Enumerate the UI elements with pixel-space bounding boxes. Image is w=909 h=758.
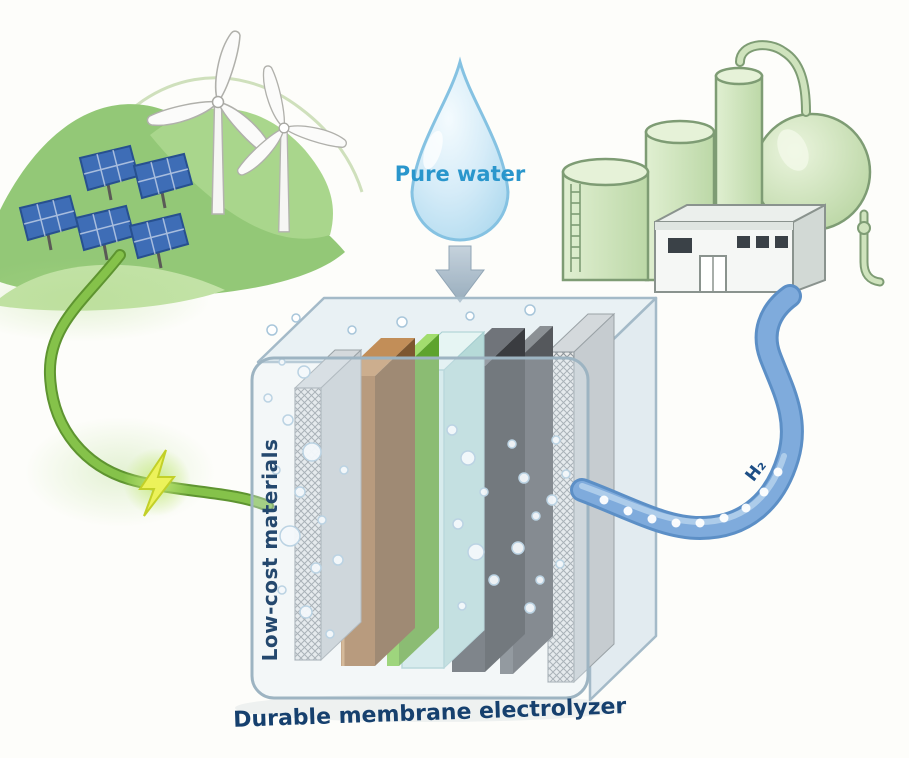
building-window (756, 236, 769, 248)
cable-core (45, 251, 272, 510)
droplet-highlight (423, 130, 443, 170)
turbine-blade (215, 30, 241, 104)
tube-body (573, 287, 801, 538)
solar-panel (128, 212, 190, 269)
turbine-tower (211, 101, 225, 215)
hill-soft-glow (0, 258, 210, 342)
turbine-blade (282, 125, 347, 149)
sphere-highlight (777, 129, 809, 171)
hydrogen-plant (561, 40, 885, 294)
box-shadow (235, 694, 625, 722)
solar-panel (132, 152, 194, 209)
solar-panel (18, 194, 80, 251)
pure-water-droplet: Pure water (395, 56, 526, 242)
roof-edge (655, 222, 793, 230)
turbine-hub (278, 122, 290, 134)
electrode-layers (293, 312, 616, 684)
ladder-icon (570, 184, 581, 272)
lightning-bolt-icon (138, 449, 177, 517)
building-window (775, 236, 788, 248)
valve-icon (857, 221, 871, 235)
down-arrow-icon (435, 245, 485, 303)
wind-turbine-right (237, 65, 347, 233)
building-window (668, 238, 692, 253)
electrolyzer: Low-cost materials Durable membrane elec… (233, 296, 658, 733)
power-cable (25, 249, 274, 527)
storage-tank-left (561, 157, 650, 282)
factory-building (654, 203, 826, 294)
low-cost-materials-label: Low-cost materials (258, 439, 282, 662)
droplet-shape (410, 56, 510, 242)
turbine-hub (211, 95, 225, 109)
gas-bubbles (263, 304, 571, 639)
wind-turbine-left (146, 30, 273, 215)
hydrogen-bubble-dots (599, 467, 783, 528)
turbine-blade (237, 126, 285, 176)
turbine-blade (262, 65, 285, 130)
building-window (737, 236, 750, 248)
solar-array (18, 144, 194, 269)
turbine-blade (146, 100, 220, 127)
pure-water-label: Pure water (395, 162, 526, 186)
glass-front-face (250, 356, 590, 700)
pipe (861, 211, 883, 285)
pipe (737, 42, 809, 115)
turbine-tower (278, 127, 290, 233)
